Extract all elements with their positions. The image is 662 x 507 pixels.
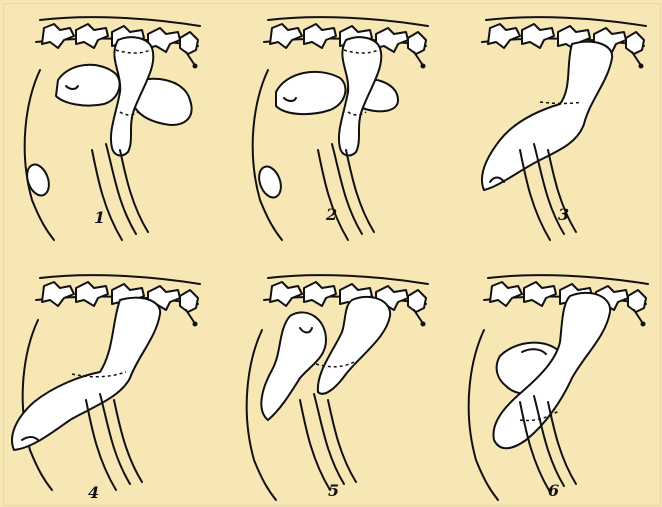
panel-1: 1 (23, 17, 200, 240)
panel-label-2: 2 (325, 205, 337, 224)
panel-label-5: 5 (328, 481, 339, 500)
panel-4: 4 (12, 275, 200, 502)
panel-6: 6 (469, 275, 648, 500)
panel-label-6: 6 (548, 481, 559, 500)
panel-5: 5 (247, 275, 428, 500)
panel-label-1: 1 (94, 208, 105, 227)
panel-2: 2 (253, 17, 428, 240)
panel-label-4: 4 (88, 483, 99, 502)
panel-3: 3 (482, 17, 646, 240)
panel-label-3: 3 (558, 205, 569, 224)
